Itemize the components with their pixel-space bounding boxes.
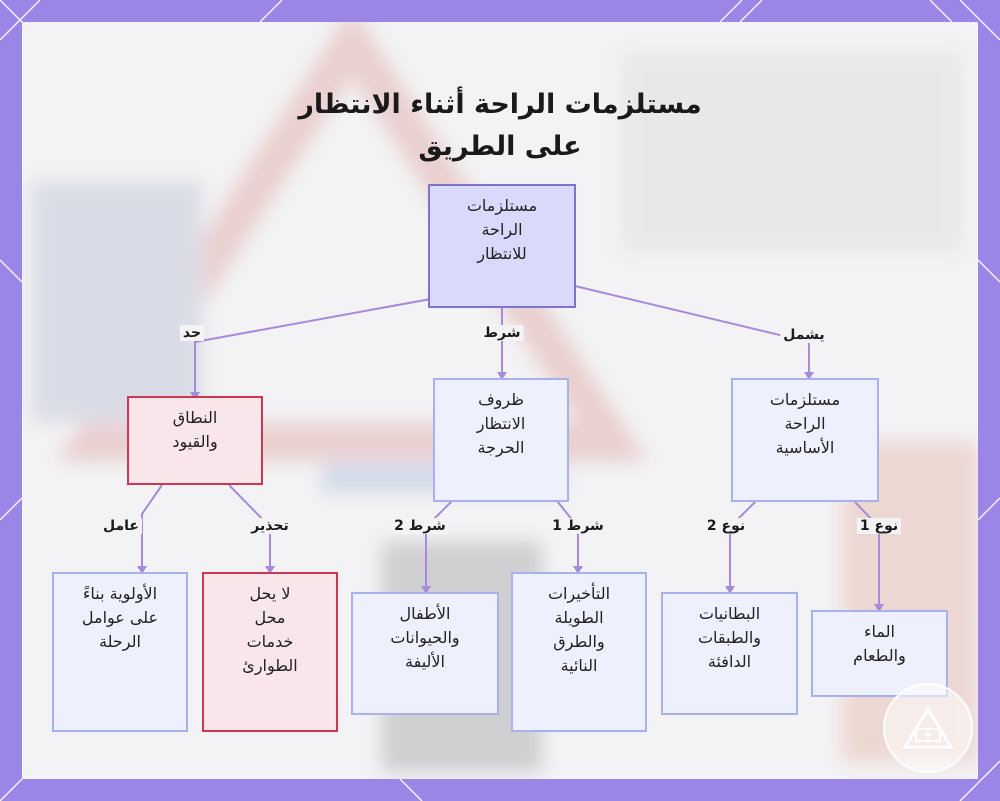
node-root: مستلزمات الراحة للانتظار bbox=[428, 184, 576, 308]
warning-triangle-icon bbox=[902, 706, 954, 749]
diagram-title: مستلزمات الراحة أثناء الانتظار على الطري… bbox=[22, 84, 978, 168]
node-kids-pets: الأطفال والحيوانات الأليفة bbox=[351, 592, 499, 715]
title-line-1: مستلزمات الراحة أثناء الانتظار bbox=[298, 89, 702, 120]
watermark-badge bbox=[883, 683, 973, 773]
edge-label-includes: يشمل bbox=[780, 327, 828, 343]
edge-limits-priority bbox=[141, 484, 163, 570]
node-long-delays: التأخيرات الطويلة والطرق النائية bbox=[511, 572, 647, 732]
title-line-2: على الطريق bbox=[418, 131, 582, 162]
edge-label-type2: نوع 2 bbox=[703, 518, 749, 534]
edge-conditions-delays bbox=[556, 500, 579, 570]
edge-label-factor: عامل bbox=[100, 518, 142, 534]
diagram-canvas: مستلزمات الراحة أثناء الانتظار على الطري… bbox=[22, 22, 978, 779]
edge-label-cond2: شرط 2 bbox=[391, 518, 449, 534]
edge-root-basics bbox=[574, 285, 810, 376]
connector-lines bbox=[137, 285, 884, 612]
node-not-emergency-replacement: لا يحل محل خدمات الطوارئ bbox=[202, 572, 338, 732]
edge-conditions-kids bbox=[425, 500, 453, 590]
edge-label-warning: تحذير bbox=[248, 518, 292, 534]
node-blankets: البطانيات والطبقات الدافئة bbox=[661, 592, 798, 715]
node-basic-supplies: مستلزمات الراحة الأساسية bbox=[731, 378, 879, 502]
node-water-food: الماء والطعام bbox=[811, 610, 948, 697]
node-trip-priority: الأولوية بناءً على عوامل الرحلة bbox=[52, 572, 188, 732]
edge-basics-blankets bbox=[729, 501, 756, 590]
edge-label-type1: نوع 1 bbox=[856, 518, 902, 534]
edge-label-condition: شرط bbox=[480, 325, 524, 341]
edge-label-cond1: شرط 1 bbox=[549, 518, 607, 534]
node-critical-conditions: ظروف الانتظار الحرجة bbox=[433, 378, 569, 502]
node-scope-limits: النطاق والقيود bbox=[127, 396, 263, 485]
edge-label-limit: حد bbox=[179, 325, 205, 341]
edge-root-limits bbox=[194, 285, 503, 396]
